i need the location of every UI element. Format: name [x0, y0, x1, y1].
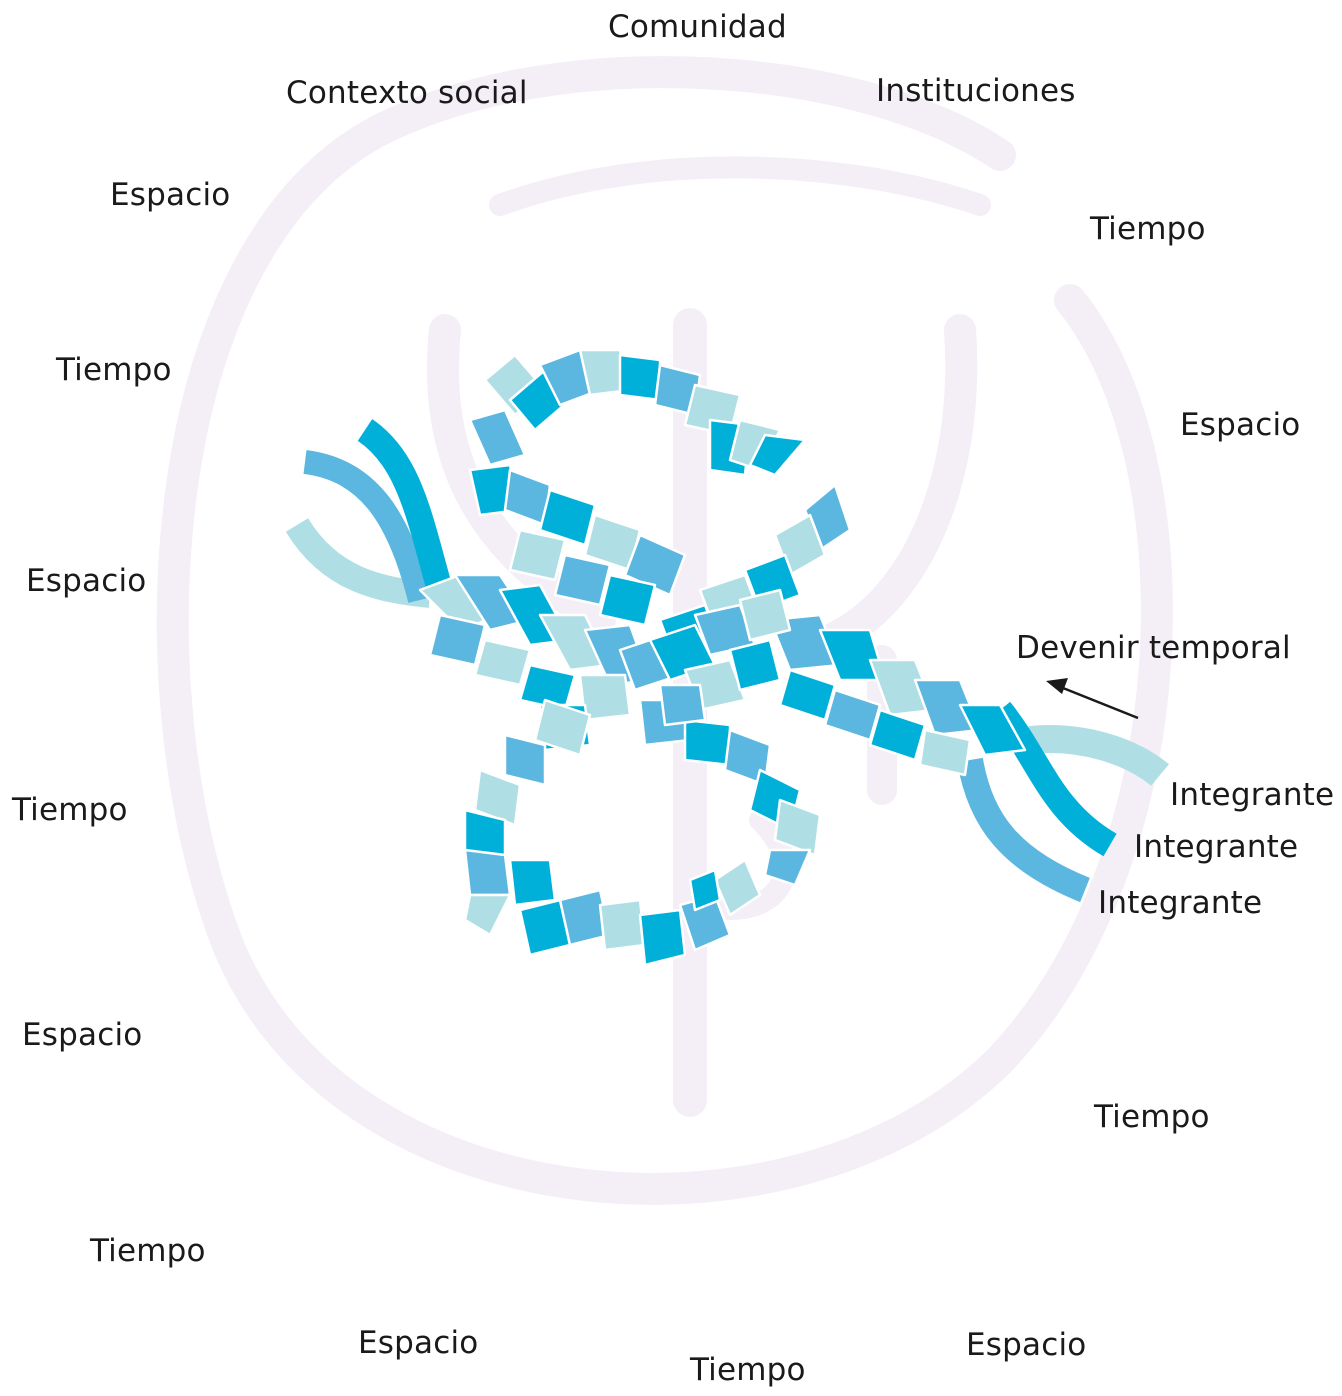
label-espacio-top-left: Espacio — [110, 180, 230, 211]
label-integrante-3: Integrante — [1098, 888, 1262, 919]
braid-crossing — [650, 590, 790, 725]
label-espacio-bottom-right: Espacio — [966, 1330, 1086, 1361]
label-tiempo-bottom-center: Tiempo — [690, 1355, 806, 1386]
braid-bottom-loop — [465, 675, 820, 965]
label-tiempo-left-mid: Tiempo — [12, 795, 128, 826]
label-contexto-social: Contexto social — [286, 78, 528, 109]
label-tiempo-bottom-left: Tiempo — [90, 1236, 206, 1267]
label-integrante-2: Integrante — [1134, 832, 1298, 863]
label-tiempo-left-upper: Tiempo — [56, 355, 172, 386]
devenir-temporal-arrow — [1046, 678, 1138, 718]
left-strand-tails — [297, 430, 440, 600]
label-instituciones: Instituciones — [876, 76, 1076, 107]
label-espacio-left-mid: Espacio — [26, 566, 146, 597]
label-comunidad: Comunidad — [608, 12, 787, 43]
braid-body — [420, 350, 1025, 965]
label-espacio-left-lower: Espacio — [22, 1020, 142, 1051]
label-espacio-bottom-left: Espacio — [358, 1328, 478, 1359]
label-tiempo-top-right: Tiempo — [1090, 214, 1206, 245]
label-devenir-temporal: Devenir temporal — [1016, 633, 1291, 664]
label-integrante-1: Integrante — [1170, 780, 1334, 811]
label-tiempo-right-lower: Tiempo — [1094, 1102, 1210, 1133]
label-espacio-right-upper: Espacio — [1180, 410, 1300, 441]
